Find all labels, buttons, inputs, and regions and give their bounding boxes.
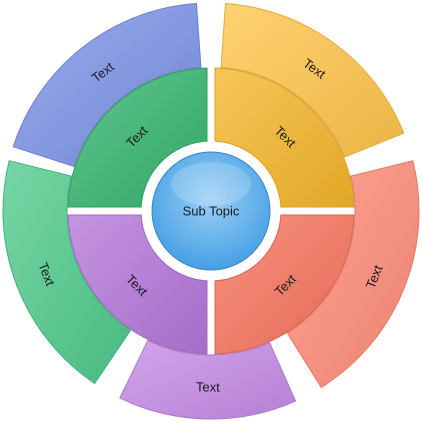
- inner-segment-bottom-left[interactable]: [67, 214, 208, 355]
- center-label: Sub Topic: [183, 204, 240, 219]
- outer-segment-right[interactable]: [286, 160, 420, 389]
- inner-ring: [67, 67, 355, 355]
- inner-segment-bottom-right[interactable]: [214, 214, 355, 355]
- center-circle[interactable]: [151, 151, 271, 271]
- outer-segment-bottom[interactable]: [119, 339, 297, 420]
- outer-segment-top-left[interactable]: [12, 2, 202, 168]
- inner-segment-top-left[interactable]: [67, 67, 208, 208]
- inner-segment-top-right[interactable]: [214, 67, 355, 208]
- outer-segment-top-right[interactable]: [220, 2, 405, 158]
- outer-segment-left[interactable]: [2, 160, 132, 385]
- center-circle-highlight: [171, 162, 251, 206]
- outer-label-bottom: Text: [196, 379, 220, 394]
